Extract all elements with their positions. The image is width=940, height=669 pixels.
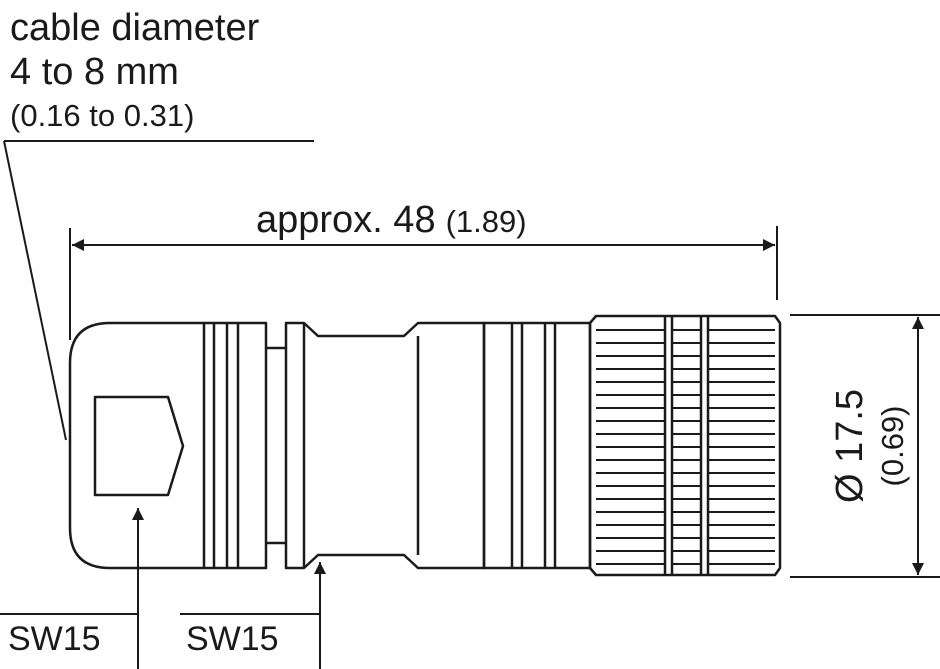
wrench-size-left: SW15 (8, 620, 101, 658)
diameter-value: Ø 17.5 (829, 389, 871, 503)
length-label: approx. 48 (1.89) (256, 199, 527, 241)
cable-leader-line (3, 140, 67, 441)
knurl-lines (596, 329, 775, 565)
middle-body (284, 321, 486, 570)
connector-outline (68, 314, 782, 577)
cable-diameter-label: cable diameter (10, 7, 260, 49)
length-value: approx. 48 (256, 199, 436, 241)
cable-diameter-mm: 4 to 8 mm (10, 51, 179, 93)
sleeve (482, 321, 592, 570)
rear-nut (68, 321, 268, 570)
wrench-size-right: SW15 (186, 620, 279, 658)
cable-diameter-inch: (0.16 to 0.31) (10, 98, 194, 133)
coupling-nut (588, 314, 782, 577)
diameter-inch: (0.69) (875, 406, 910, 487)
wrench-flat-left (93, 395, 185, 497)
length-inch: (1.89) (446, 204, 527, 239)
neck (266, 346, 286, 545)
